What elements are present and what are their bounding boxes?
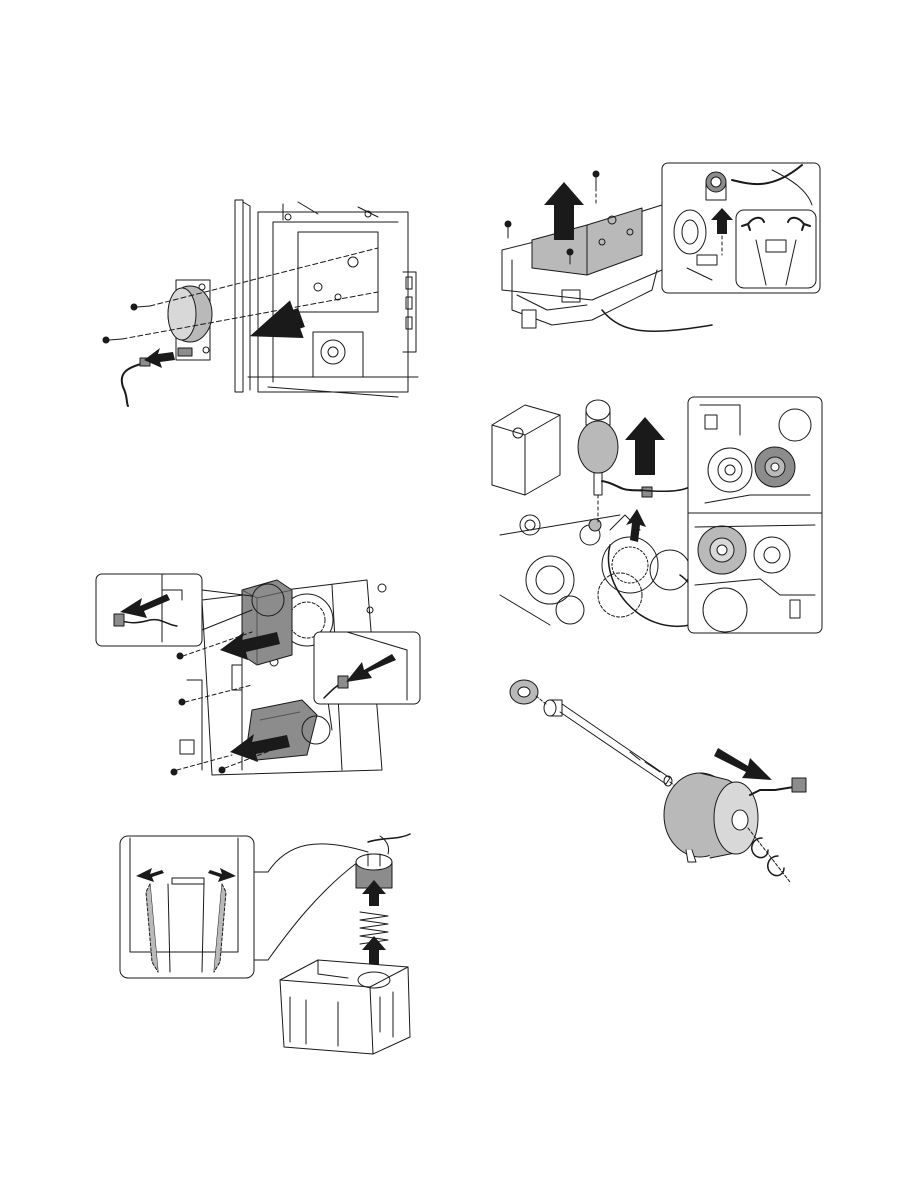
upper-solenoid [242,580,292,665]
screw-icons [103,248,378,343]
clutch-part [578,400,618,523]
connector-harness [122,358,150,406]
inset-tab-detail [120,836,254,978]
shaft-part [544,700,672,786]
inset-connector-right [314,632,420,704]
holder-housing [280,960,410,1054]
bushing-part [510,680,538,704]
e-ring-parts [748,828,790,882]
main-frame-drawing [235,200,418,397]
pcb-unit [502,205,662,328]
inset-connector-left [96,574,202,646]
pull-arrow-icon [243,299,308,355]
figure-clutch-removal [490,395,826,635]
pull-arrow-icon [714,748,772,780]
figure-pcb-unit-removal [492,160,824,342]
figure-shaft-motor-removal [500,670,820,890]
motor-part [664,773,806,862]
lift-arrow-icon [625,417,665,475]
sleeve-part [356,834,410,888]
inset-gear-detail [688,397,822,633]
figure-solenoid-removal [92,570,430,780]
inset-detail-gear [662,163,820,293]
figure-motor-removal [98,192,428,410]
figure-spring-sleeve-removal [118,832,414,1056]
